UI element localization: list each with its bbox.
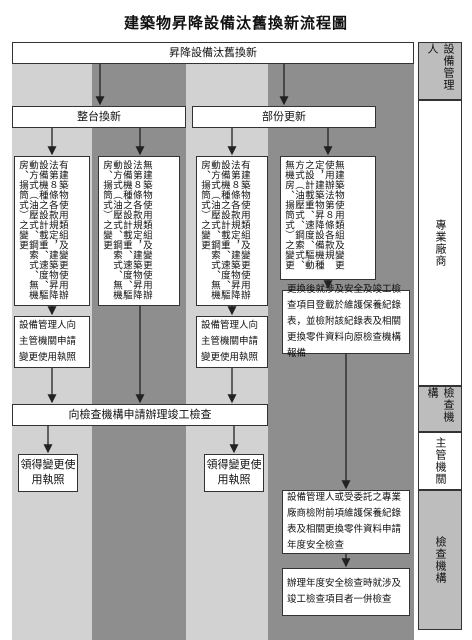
node-condition-3: 有建築物使用類組及變更使用辦法第８條各款規定，建築物昇降設備機種之設計載重、速度… <box>196 156 268 306</box>
side-inspector2-text: 檢查機構 <box>434 536 447 584</box>
side-label-inspector-1: 檢查機構 <box>418 386 462 432</box>
side-label-inspector-2: 檢查機構 <box>418 490 462 630</box>
condition-1-text: 有建築物使用類組及變更使用辦法第８條各款規定，建築物昇降設備機種之設計載重、速度… <box>16 160 68 300</box>
side-label-manager: 設備管理人 <box>418 42 462 100</box>
node-completion-inspection: 向檢查機構申請辦理竣工檢查 <box>12 404 268 426</box>
node-permit-left: 領得變更使用執照 <box>18 454 78 492</box>
node-apply-permit-right: 設備管理人向主管機關申請變更使用執照 <box>196 316 268 368</box>
page-title: 建築物昇降設備汰舊換新流程圖 <box>123 14 348 32</box>
node-apply-permit-left: 設備管理人向主管機關申請變更使用執照 <box>14 316 90 368</box>
node-whole-replacement: 整台換新 <box>12 106 186 128</box>
node-condition-2: 無建築物使用類組及變更使用辦法第８條各款規定，建築物昇降設備機種之設計載重、速度… <box>98 156 180 306</box>
condition-3-text: 有建築物使用類組及變更使用辦法第８條各款規定，建築物昇降設備機種之設計載重、速度… <box>198 160 250 300</box>
node-annual-check: 辦理年度安全檢查時就涉及竣工檢查項目者一併檢查 <box>282 568 410 616</box>
node-replace-elevator: 昇降設備汰舊換新 <box>12 42 414 64</box>
side-manager-text: 設備管理人 <box>426 43 455 91</box>
side-label-vendor: 專業廠商 <box>418 100 462 386</box>
node-permit-right: 領得變更使用執照 <box>204 454 264 492</box>
node-annual-apply: 設備管理人或受委託之專業廠商檢附前項維護保養紀錄表及相關更換零件資料申請年度安全… <box>282 490 410 554</box>
side-inspector1-text: 檢查機構 <box>426 387 455 423</box>
condition-4-text: 無建築物使用類組及變更使用辦法第８條各款規定，建築物昇降設備機種之設計載重、速度… <box>282 160 344 270</box>
side-vendor-text: 專業廠商 <box>434 219 447 267</box>
side-label-authority: 主管機關 <box>418 432 462 490</box>
node-partial-update: 部份更新 <box>192 106 376 128</box>
node-condition-1: 有建築物使用類組及變更使用辦法第８條各款規定，建築物昇降設備機種之設計載重、速度… <box>14 156 90 306</box>
side-authority-text: 主管機關 <box>434 437 447 485</box>
node-record-report: 更換後就涉及安全及竣工檢查項目登載於維護保養紀錄表，並檢附該紀錄表及相關更換零件… <box>282 284 410 359</box>
condition-2-text: 無建築物使用類組及變更使用辦法第８條各款規定，建築物昇降設備機種之設計載重、速度… <box>100 160 152 300</box>
node-condition-4: 無建築物使用類組及變更使用辦法第８條各款規定，建築物昇降設備機種之設計載重、速度… <box>280 156 376 280</box>
